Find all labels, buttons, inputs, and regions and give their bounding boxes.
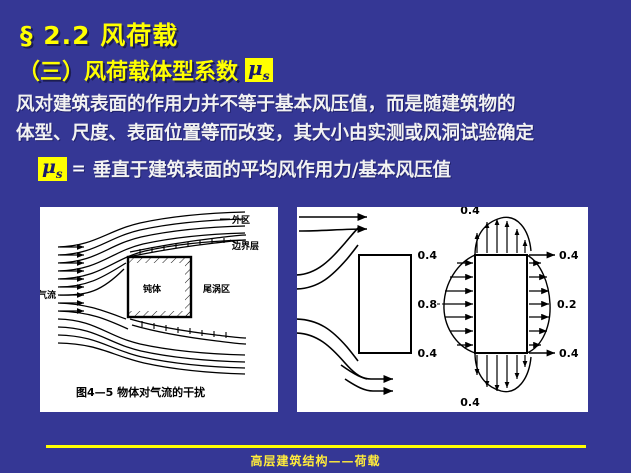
leeward-pressure-arrows <box>529 259 549 349</box>
body-paragraph-line-2: 体型、尺度、表面位置等而改变，其大小由实测或风洞试验确定 <box>16 123 535 144</box>
bottom-suction-arrows <box>474 355 528 391</box>
value-leeward-mid: 0.2 <box>557 298 577 311</box>
mu-subscript: s <box>262 67 270 83</box>
top-suction-envelope <box>474 216 532 256</box>
mu-subscript-formula: s <box>55 166 63 181</box>
formula-row: μs = 垂直于建筑表面的平均风作用力/基本风压值 <box>38 156 451 182</box>
windward-pressure-arrows <box>444 259 473 349</box>
inflow-arrows <box>60 244 84 314</box>
label-wake-zone: 尾涡区 <box>202 283 230 295</box>
body-paragraph-line-1: 风对建筑表面的作用力并不等于基本风压值，而是随建筑物的 <box>16 94 516 115</box>
pressure-coefficient-diagram: 0.4 0.4 0.8 0.4 0.4 0.2 0.4 0.4 <box>297 207 579 409</box>
mu-s-symbol-highlight: μs <box>245 55 273 83</box>
formula-definition-text: 垂直于建筑表面的平均风作用力/基本风压值 <box>92 160 452 181</box>
figure-caption-left: 图4—5 物体对气流的干扰 <box>76 385 205 399</box>
mu-s-symbol-highlight-formula: μs <box>38 155 67 182</box>
value-leeward-bottom: 0.4 <box>559 347 579 360</box>
subtitle-text: （三）风荷载体型系数 <box>18 60 239 85</box>
mu-glyph: μ <box>248 55 263 80</box>
value-leeward-top: 0.4 <box>559 249 579 262</box>
footer-text: 高层建筑结构——荷载 <box>250 454 381 468</box>
label-bluff-body: 钝体 <box>142 283 162 295</box>
airflow-disturbance-diagram: 外区 边界层 尾涡区 钝体 气流 图4—5 物体对气流的干扰 <box>40 211 259 399</box>
building-plan-rect <box>358 254 412 354</box>
value-windward-bottom: 0.4 <box>418 347 438 360</box>
page-title: § 2.2 风荷载 <box>20 21 179 50</box>
figure-panel-left: 外区 边界层 尾涡区 钝体 气流 图4—5 物体对气流的干扰 <box>40 207 278 412</box>
equals-sign: = <box>71 159 86 179</box>
value-bottom: 0.4 <box>460 396 480 409</box>
label-boundary-layer: 边界层 <box>231 240 259 252</box>
subtitle-row: （三）风荷载体型系数 μs <box>18 54 273 86</box>
bottom-suction-envelope <box>474 352 532 393</box>
top-suction-arrows <box>474 219 528 253</box>
figure-panel-right: 0.4 0.4 0.8 0.4 0.4 0.2 0.4 0.4 <box>297 207 588 412</box>
value-top: 0.4 <box>460 207 480 217</box>
footer-divider <box>46 445 586 448</box>
mu-glyph-formula: μ <box>42 155 56 178</box>
label-inflow: 气流 <box>40 289 56 301</box>
label-outer-zone: 外区 <box>231 214 250 226</box>
value-windward-mid: 0.8 <box>418 298 438 311</box>
value-windward-top: 0.4 <box>418 249 438 262</box>
pressure-building-rect <box>474 254 528 354</box>
